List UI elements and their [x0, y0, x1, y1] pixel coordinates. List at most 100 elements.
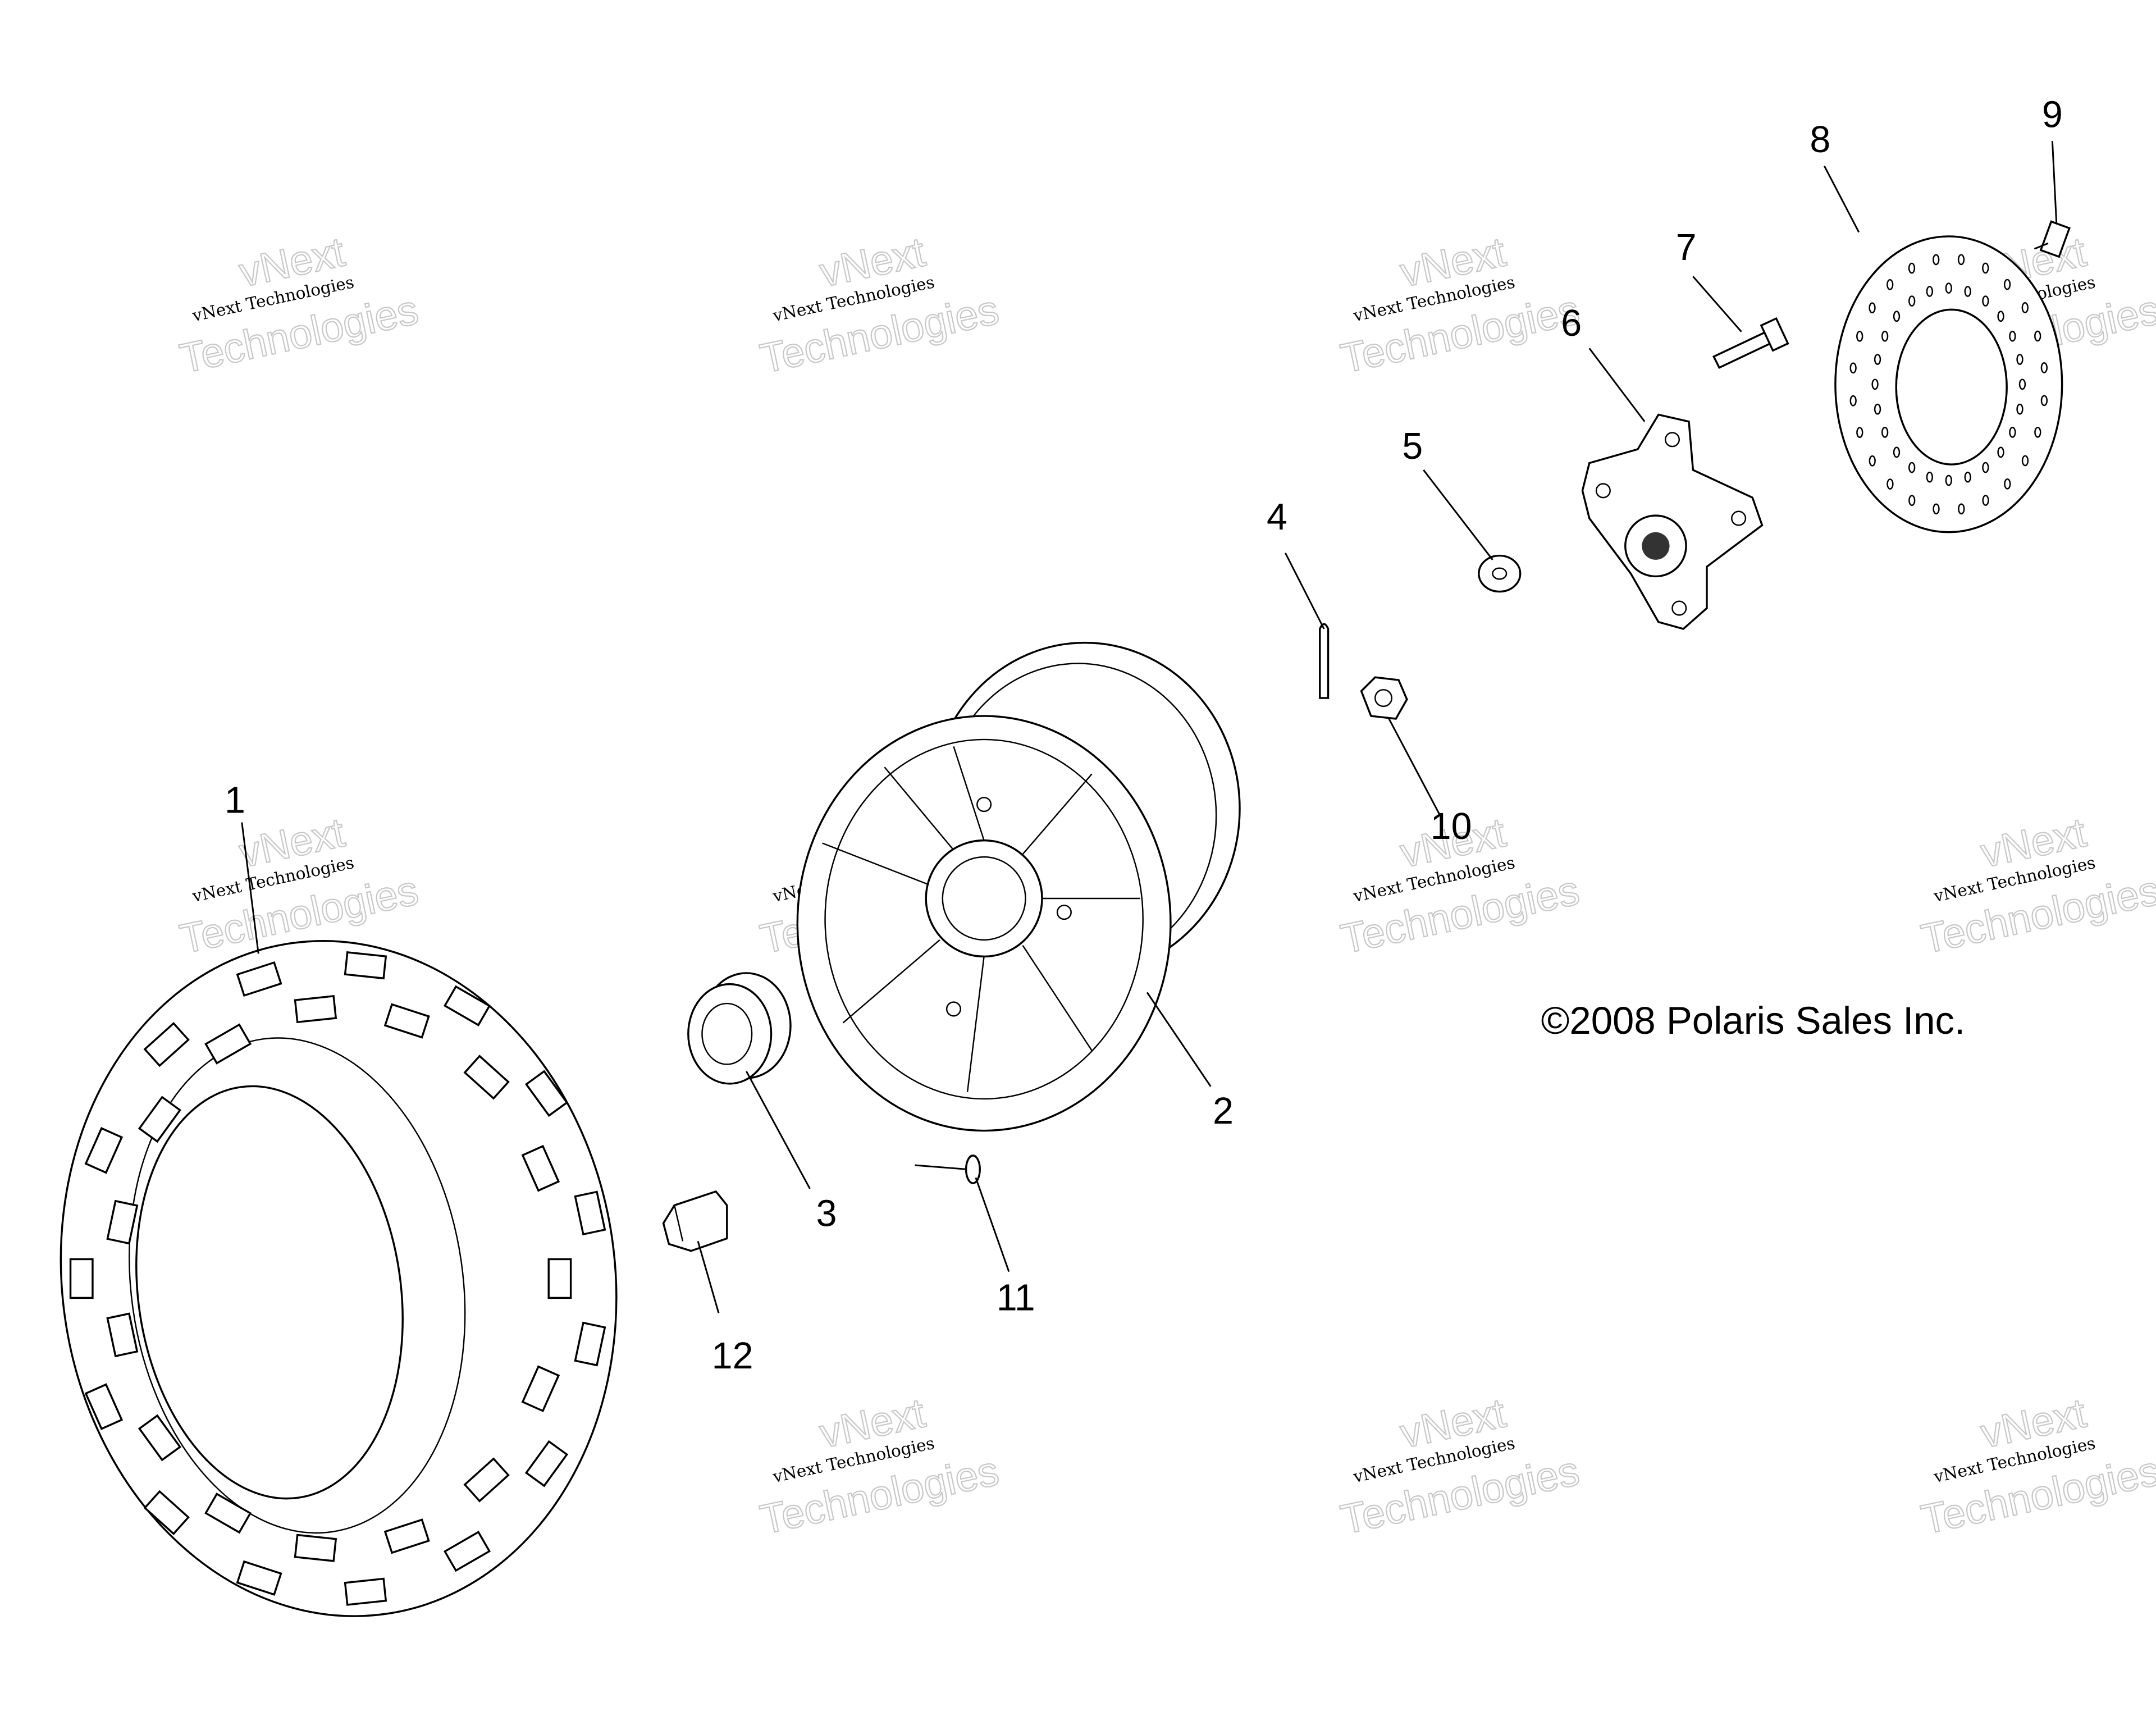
tread-block — [84, 1127, 124, 1174]
tread-block — [521, 1144, 560, 1192]
callout-1: 1 — [225, 779, 245, 821]
disc-hole — [1874, 354, 1881, 365]
tread-block — [143, 1021, 190, 1067]
disc-hole — [2034, 330, 2041, 342]
disc-hole — [1881, 330, 1889, 342]
cotter-pin-drawing — [1319, 623, 1330, 699]
disc-hole — [2021, 455, 2029, 467]
disc-hole — [2034, 426, 2041, 438]
disc-hole — [2018, 378, 2026, 390]
tread-block — [547, 1258, 572, 1299]
leader-lines — [241, 141, 2058, 1313]
disc-hole — [2004, 478, 2011, 490]
callout-2: 2 — [1213, 1090, 1234, 1132]
disc-hole — [1926, 471, 1933, 483]
tread-block — [204, 1023, 252, 1065]
disc-hole — [1893, 311, 1901, 322]
disc-hole — [1958, 503, 1965, 515]
disc-hole — [1856, 330, 1863, 342]
tread-block — [521, 1365, 560, 1412]
tread-block — [574, 1190, 606, 1236]
callout-4: 4 — [1267, 496, 1287, 538]
tread-block — [524, 1440, 569, 1487]
tread-block — [106, 1199, 139, 1245]
disc-hole — [1908, 295, 1916, 307]
disc-hole — [1982, 495, 1989, 506]
tread-block — [463, 1457, 510, 1503]
tire-drawing — [60, 940, 618, 1617]
disc-hole — [1982, 295, 1989, 307]
tread-block — [236, 961, 282, 997]
disc-hole — [1869, 302, 1876, 314]
disc-hole — [1997, 311, 2004, 322]
tread-block — [236, 1560, 282, 1596]
tread-block — [138, 1096, 182, 1143]
disc-hole — [1957, 254, 1965, 266]
tread-block — [524, 1070, 569, 1117]
disc-hole — [1945, 282, 1952, 294]
tread-block — [138, 1414, 182, 1462]
disc-hole — [1881, 427, 1889, 438]
tread-block — [463, 1055, 510, 1100]
tread-block — [204, 1493, 252, 1534]
wheel-stud-drawing — [1712, 317, 1789, 369]
disc-hole — [1871, 378, 1879, 390]
disc-hole — [1964, 286, 1971, 297]
disc-hole — [1908, 262, 1916, 274]
disc-hole — [2009, 427, 2016, 438]
disc-bolt-drawing — [2034, 220, 2071, 258]
disc-hole — [1869, 455, 1876, 467]
disc-hole — [1893, 446, 1901, 458]
callout-7: 7 — [1676, 227, 1697, 268]
tread-block — [294, 995, 337, 1024]
copyright-text: ©2008 Polaris Sales Inc. — [1541, 999, 1966, 1042]
tread-block — [383, 1003, 430, 1039]
callout-5: 5 — [1402, 426, 1423, 467]
disc-hole — [1849, 362, 1857, 374]
tread-block — [344, 951, 387, 980]
callout-8: 8 — [1810, 119, 1830, 161]
disc-hole — [1926, 286, 1933, 297]
tread-block — [574, 1321, 606, 1367]
wheel-drawing — [796, 641, 1241, 1132]
disc-hole — [1933, 503, 1940, 515]
callout-12: 12 — [712, 1335, 753, 1377]
disc-hole — [2040, 395, 2048, 407]
disc-hole — [1849, 395, 1857, 407]
callout-10: 10 — [1431, 806, 1472, 847]
callout-9: 9 — [2042, 94, 2063, 135]
tread-block — [84, 1383, 124, 1430]
tread-block — [143, 1490, 190, 1535]
hub-cap-drawing — [687, 972, 792, 1085]
disc-hole — [2016, 354, 2023, 365]
wheel-hub-drawing — [1581, 413, 1764, 630]
valve-stem-drawing — [915, 1154, 981, 1184]
disc-hole — [1908, 462, 1916, 473]
callouts: 1 2 3 4 5 6 7 8 9 10 11 12 — [225, 94, 2063, 1376]
tread-block — [383, 1518, 430, 1554]
disc-hole — [2040, 362, 2048, 373]
washer-drawing — [1478, 554, 1522, 593]
disc-hole — [1886, 478, 1894, 490]
disc-hole — [2003, 279, 2011, 290]
disc-hole — [1856, 427, 1863, 439]
disc-hole — [1945, 474, 1952, 486]
callout-3: 3 — [816, 1193, 837, 1234]
tread-block — [69, 1258, 94, 1299]
disc-hole — [2009, 330, 2016, 342]
tread-block — [294, 1534, 337, 1562]
tread-block — [106, 1312, 139, 1358]
lug-nut-drawing — [662, 1190, 728, 1252]
disc-hole — [1886, 279, 1894, 290]
disc-hole — [2021, 302, 2029, 313]
tread-block — [443, 985, 491, 1026]
tread-block — [344, 1577, 387, 1606]
